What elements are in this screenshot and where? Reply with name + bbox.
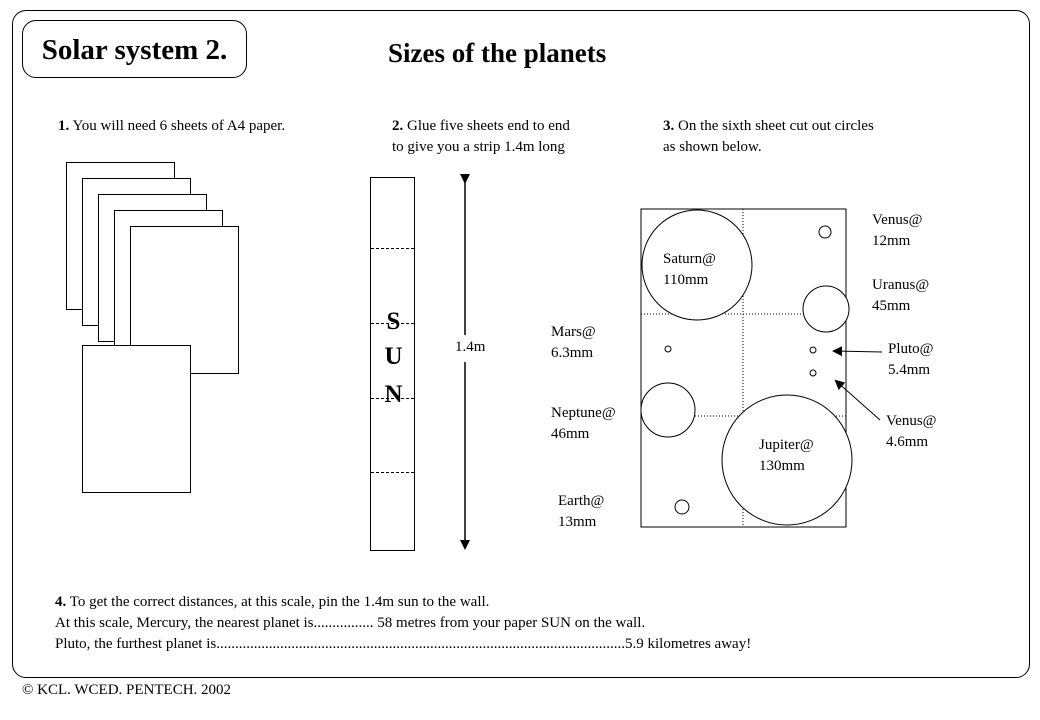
sun-letter-s: S <box>386 308 401 335</box>
earth-name: Earth@ <box>558 493 605 509</box>
page-frame <box>12 10 1030 678</box>
step-3: 3. On the sixth sheet cut out circles as… <box>663 116 874 158</box>
sun-letter-u: U <box>384 343 403 370</box>
strip-fold-line <box>371 398 414 399</box>
step-4-line2: At this scale, Mercury, the nearest plan… <box>55 615 646 631</box>
step-3-number: 3. <box>663 118 675 134</box>
venus-bottom-label: Venus@ 4.6mm <box>886 411 936 453</box>
saturn-circle <box>641 209 753 321</box>
venus-top-label: Venus@ 12mm <box>872 210 922 252</box>
strip-fold-line <box>371 248 414 249</box>
venus-top-size: 12mm <box>872 233 911 249</box>
page-heading: Sizes of the planets <box>388 38 607 68</box>
step-2-text-line2: to give you a strip 1.4m long <box>392 139 565 155</box>
pluto-pointer-arrow <box>832 346 883 357</box>
pluto-circle <box>809 346 817 354</box>
saturn-name: Saturn@ <box>663 251 716 267</box>
copyright-notice: © KCL. WCED. PENTECH. 2002 <box>22 682 232 698</box>
sun-strip <box>370 177 415 551</box>
uranus-label: Uranus@ 45mm <box>872 275 929 317</box>
step-1: 1. You will need 6 sheets of A4 paper. <box>58 116 285 137</box>
mars-circle <box>664 345 672 353</box>
pluto-label: Pluto@ 5.4mm <box>888 339 934 381</box>
earth-size: 13mm <box>558 514 597 530</box>
mars-size: 6.3mm <box>551 345 594 361</box>
step-4-line1: To get the correct distances, at this sc… <box>66 594 490 610</box>
venus-bottom-circle <box>809 369 817 377</box>
sun-letter-n: N <box>384 381 403 408</box>
paper-sheet-single <box>82 345 191 493</box>
saturn-size: 110mm <box>663 272 709 288</box>
venus-top-name: Venus@ <box>872 212 923 228</box>
step-2-text-line1: Glue five sheets end to end <box>403 118 570 134</box>
neptune-size: 46mm <box>551 426 590 442</box>
page-title: Solar system 2. <box>22 20 247 78</box>
pluto-name: Pluto@ <box>888 341 934 357</box>
uranus-size: 45mm <box>872 298 911 314</box>
mars-label: Mars@ 6.3mm <box>551 322 596 364</box>
strip-fold-line <box>371 323 414 324</box>
step-4-number: 4. <box>55 594 67 610</box>
venus-pointer-arrow <box>834 379 881 421</box>
neptune-label: Neptune@ 46mm <box>551 403 616 445</box>
step-2: 2. Glue five sheets end to end to give y… <box>392 116 570 158</box>
pluto-size: 5.4mm <box>888 362 931 378</box>
venus-bottom-size: 4.6mm <box>886 434 929 450</box>
step-3-text-line2: as shown below. <box>663 139 762 155</box>
earth-label: Earth@ 13mm <box>558 491 604 533</box>
step-4: 4. To get the correct distances, at this… <box>55 592 751 655</box>
neptune-circle <box>640 382 696 438</box>
step-1-number: 1. <box>58 118 70 134</box>
saturn-label: Saturn@ 110mm <box>663 249 716 291</box>
uranus-name: Uranus@ <box>872 277 930 293</box>
strip-length-label: 1.4m <box>455 339 486 355</box>
venus-bottom-name: Venus@ <box>886 413 937 429</box>
step-4-line3: Pluto, the furthest planet is...........… <box>55 636 752 652</box>
jupiter-circle <box>721 394 853 526</box>
jupiter-size: 130mm <box>759 458 805 474</box>
neptune-name: Neptune@ <box>551 405 616 421</box>
jupiter-name: Jupiter@ <box>759 437 814 453</box>
strip-fold-line <box>371 472 414 473</box>
step-2-number: 2. <box>392 118 404 134</box>
mars-name: Mars@ <box>551 324 596 340</box>
step-3-text-line1: On the sixth sheet cut out circles <box>674 118 874 134</box>
step-1-text: You will need 6 sheets of A4 paper. <box>69 118 286 134</box>
jupiter-label: Jupiter@ 130mm <box>759 435 814 477</box>
venus-top-circle <box>818 225 832 239</box>
uranus-circle <box>802 285 850 333</box>
earth-circle <box>674 499 690 515</box>
